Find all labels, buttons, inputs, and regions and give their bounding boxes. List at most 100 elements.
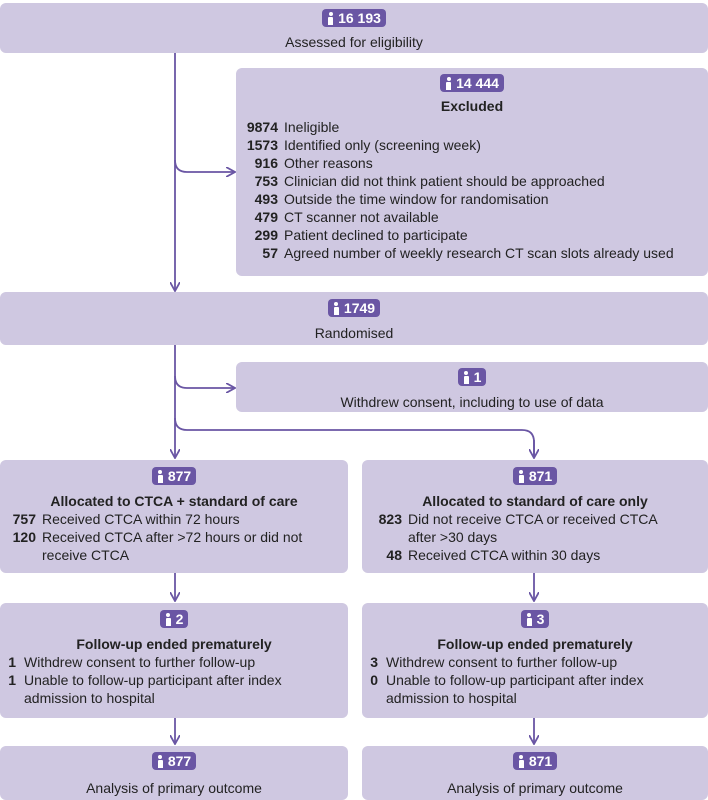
right-analysis-label: Analysis of primary outcome <box>447 779 623 796</box>
left-followup-item: 1 Unable to follow-up participant after i… <box>6 671 342 707</box>
right-analysis-box: 871 Analysis of primary outcome <box>362 746 708 800</box>
excluded-item-label: Patient declined to participate <box>284 226 468 243</box>
right-followup-item-label: Withdrew consent to further follow-up <box>386 653 618 670</box>
right-followup-title: Follow-up ended prematurely <box>437 635 633 652</box>
excluded-item: 493 Outside the time window for randomisa… <box>240 190 704 208</box>
withdrew-count-badge: 1 <box>457 368 487 386</box>
excluded-item-count: 9874 <box>246 118 278 135</box>
excluded-count: 14 444 <box>456 75 499 91</box>
excluded-item-count: 299 <box>254 226 278 243</box>
left-analysis-count-badge: 877 <box>151 752 197 770</box>
excluded-item-label: Ineligible <box>284 118 340 135</box>
right-followup-item-count: 0 <box>370 671 378 688</box>
excluded-item: 916 Other reasons <box>240 154 704 172</box>
right-followup-count-badge: 3 <box>520 610 550 628</box>
right-allocation-box: 871 Allocated to standard of care only 8… <box>362 460 708 573</box>
left-allocation-title: Allocated to CTCA + standard of care <box>50 492 298 509</box>
left-followup-item-label: Withdrew consent to further follow-up <box>24 653 256 670</box>
right-allocation-item: 823 Did not receive CTCA or received CTCA… <box>368 510 702 546</box>
arrow-to-excluded <box>174 159 234 172</box>
withdrew-label: Withdrew consent, including to use of da… <box>340 393 604 410</box>
randomised-label: Randomised <box>314 324 394 341</box>
right-allocation-item-label: Did not receive CTCA or received CTCA af… <box>408 510 657 545</box>
left-analysis-box: 877 Analysis of primary outcome <box>0 746 348 800</box>
excluded-item: 9874 Ineligible <box>240 118 704 136</box>
left-followup-title: Follow-up ended prematurely <box>76 635 272 652</box>
left-allocation-item-count: 120 <box>12 528 36 545</box>
randomised-count: 1749 <box>343 300 376 316</box>
excluded-item-label: Clinician did not think patient should b… <box>284 172 605 189</box>
left-followup-box: 2 Follow-up ended prematurely 1 Withdrew … <box>0 603 348 718</box>
left-allocation-count: 877 <box>167 468 192 484</box>
person-icon <box>157 754 164 768</box>
left-followup-item-count: 1 <box>8 653 16 670</box>
right-allocation-count: 871 <box>528 468 553 484</box>
person-icon <box>518 469 525 483</box>
right-allocation-item: 48 Received CTCA within 30 days <box>368 546 702 564</box>
left-allocation-item-label: Received CTCA within 72 hours <box>42 510 240 527</box>
excluded-count-badge: 14 444 <box>440 74 504 92</box>
left-followup-count: 2 <box>175 611 184 627</box>
excluded-item-count: 1573 <box>246 136 278 153</box>
excluded-item-count: 753 <box>254 172 278 189</box>
right-followup-item: 0 Unable to follow-up participant after i… <box>368 671 702 707</box>
excluded-item-label: Identified only (screening week) <box>284 136 481 153</box>
person-icon <box>526 612 533 626</box>
right-followup-count: 3 <box>536 611 545 627</box>
randomised-count-badge: 1749 <box>327 299 381 317</box>
person-icon <box>463 370 470 384</box>
right-allocation-item-count: 48 <box>386 546 402 563</box>
right-followup-item: 3 Withdrew consent to further follow-up <box>368 653 702 671</box>
excluded-item-count: 916 <box>254 154 278 171</box>
excluded-item: 299 Patient declined to participate <box>240 226 704 244</box>
excluded-item: 1573 Identified only (screening week) <box>240 136 704 154</box>
randomised-box: 1749 Randomised <box>0 292 708 345</box>
excluded-item-count: 479 <box>254 208 278 225</box>
left-allocation-item-count: 757 <box>12 510 36 527</box>
left-allocation-item: 757 Received CTCA within 72 hours <box>6 510 342 528</box>
right-followup-item-label: Unable to follow-up participant after in… <box>386 671 644 706</box>
assessed-box: 16 193 Assessed for eligibility <box>0 3 708 53</box>
excluded-box: 14 444 Excluded 9874 Ineligible 1573 Ident… <box>236 68 708 276</box>
assessed-label: Assessed for eligibility <box>285 33 423 50</box>
excluded-item-count: 57 <box>262 244 278 261</box>
excluded-list: 9874 Ineligible 1573 Identified only (scre… <box>236 118 708 262</box>
left-allocation-count-badge: 877 <box>151 467 197 485</box>
excluded-item-label: Other reasons <box>284 154 373 171</box>
left-analysis-label: Analysis of primary outcome <box>86 779 262 796</box>
right-allocation-title: Allocated to standard of care only <box>422 492 648 509</box>
excluded-item-count: 493 <box>254 190 278 207</box>
assessed-count: 16 193 <box>338 10 381 26</box>
person-icon <box>445 76 452 90</box>
excluded-title: Excluded <box>440 97 504 114</box>
person-icon <box>327 11 334 25</box>
excluded-item-label: CT scanner not available <box>284 208 439 225</box>
person-icon <box>165 612 172 626</box>
left-followup-item-count: 1 <box>8 671 16 688</box>
right-allocation-item-label: Received CTCA within 30 days <box>408 546 601 563</box>
left-followup-item-label: Unable to follow-up participant after in… <box>24 671 282 706</box>
arrow-to-right-allocation <box>174 417 535 457</box>
right-allocation-item-count: 823 <box>378 510 402 527</box>
person-icon <box>518 754 525 768</box>
right-followup-item-count: 3 <box>370 653 378 670</box>
withdrew-count: 1 <box>473 369 482 385</box>
right-analysis-count-badge: 871 <box>512 752 558 770</box>
left-followup-item: 1 Withdrew consent to further follow-up <box>6 653 342 671</box>
excluded-item-label: Outside the time window for randomisatio… <box>284 190 549 207</box>
person-icon <box>333 301 340 315</box>
excluded-item-label: Agreed number of weekly research CT scan… <box>284 244 674 261</box>
person-icon <box>157 469 164 483</box>
excluded-item: 753 Clinician did not think patient shoul… <box>240 172 704 190</box>
right-allocation-count-badge: 871 <box>512 467 558 485</box>
left-allocation-item: 120 Received CTCA after >72 hours or did … <box>6 528 342 564</box>
assessed-count-badge: 16 193 <box>322 9 386 27</box>
left-analysis-count: 877 <box>167 753 192 769</box>
left-allocation-item-label: Received CTCA after >72 hours or did not… <box>42 528 303 563</box>
excluded-item: 479 CT scanner not available <box>240 208 704 226</box>
excluded-item: 57 Agreed number of weekly research CT sc… <box>240 244 704 262</box>
right-analysis-count: 871 <box>528 753 553 769</box>
left-followup-count-badge: 2 <box>159 610 189 628</box>
arrow-to-withdrew <box>174 375 234 388</box>
